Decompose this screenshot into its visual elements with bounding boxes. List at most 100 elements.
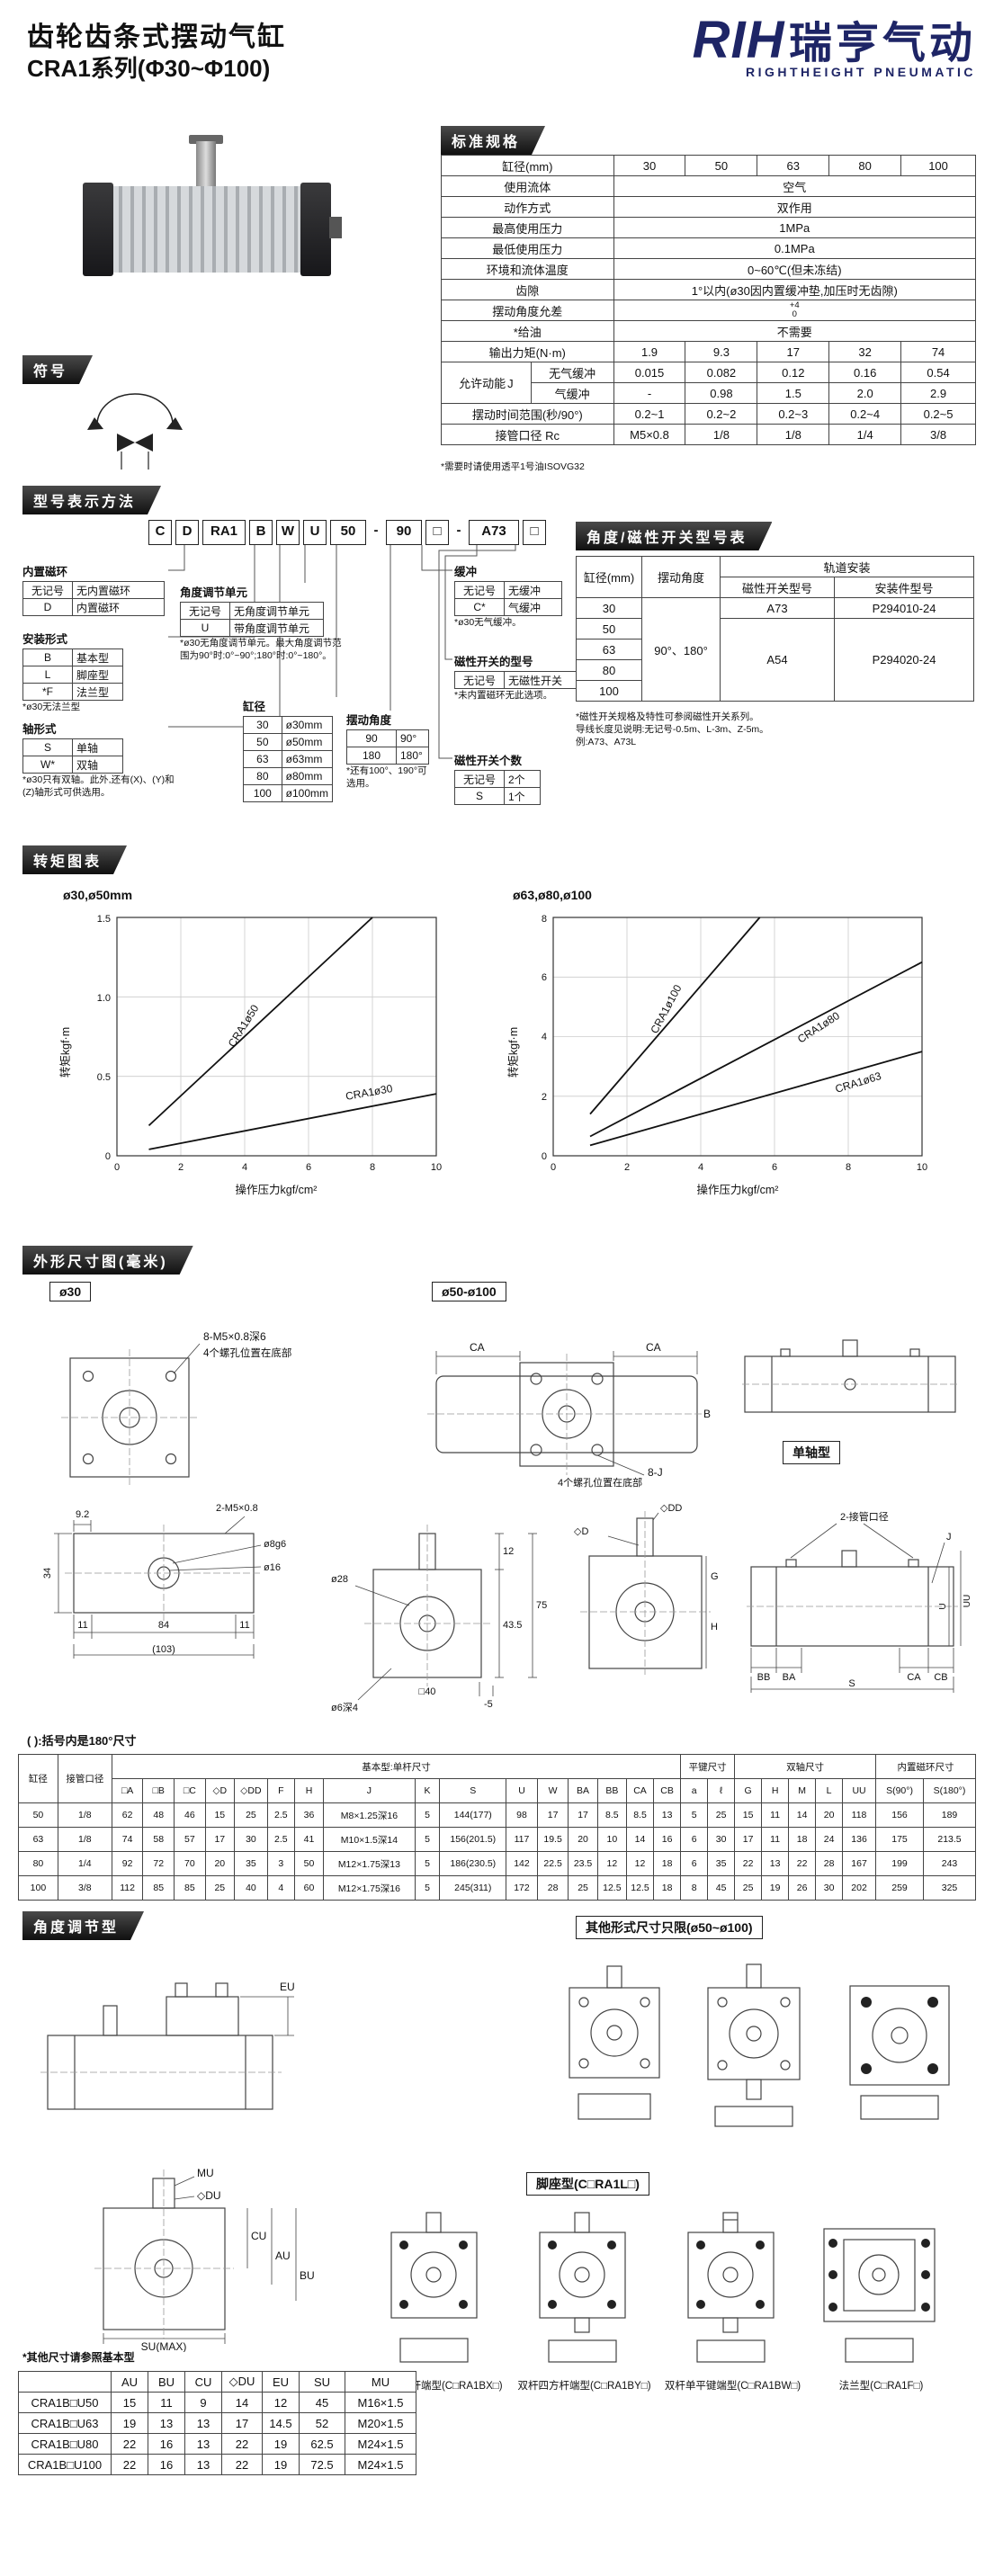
cell: 63 xyxy=(243,750,282,768)
code-dash: - xyxy=(373,523,379,538)
x-tick: 8 xyxy=(370,1162,375,1173)
d50-top-view-drawing: CA CA B 8-J 4个螺孔位置在底部 xyxy=(427,1341,711,1489)
cell: ø100mm xyxy=(281,784,334,802)
end-type-drawing-2 xyxy=(539,2212,626,2363)
d50-side-view-drawing xyxy=(742,1339,958,1413)
cell: 3/8 xyxy=(900,424,976,445)
cell: 2.5 xyxy=(266,1802,295,1828)
cell: 60 xyxy=(293,1875,325,1901)
group-note: *ø30无角度调节单元。最大角度调节范围为90°时:0°~90°;180°时:0… xyxy=(180,638,342,662)
cell: 26 xyxy=(788,1875,817,1901)
end-type-drawing-4 xyxy=(823,2228,936,2363)
cell: 0.082 xyxy=(685,362,758,383)
cell: 13 xyxy=(148,2412,185,2434)
dim-label: ø6深4 xyxy=(331,1702,358,1713)
col-header: MU xyxy=(345,2371,416,2393)
cell: 15 xyxy=(111,2392,148,2413)
cell: M5×0.8 xyxy=(613,424,686,445)
cell: 85 xyxy=(174,1875,206,1901)
col-header: UU xyxy=(842,1778,876,1803)
other-forms-label: 其他形式尺寸只限(ø50~ø100) xyxy=(576,1916,763,1939)
cell: 142 xyxy=(506,1851,538,1876)
code-segment: D xyxy=(175,520,199,545)
cell: A54 xyxy=(720,618,835,702)
logo-subtitle: RIGHTHEIGHT PNEUMATIC xyxy=(745,65,976,79)
cell: 180° xyxy=(396,747,429,765)
cell: 6 xyxy=(680,1827,709,1852)
chart-title: ø30,ø50mm xyxy=(63,888,132,902)
dim-label: S xyxy=(848,1678,855,1689)
cell: 内置磁环 xyxy=(72,598,165,616)
col-group-header: 内置磁环尺寸 xyxy=(874,1754,977,1779)
cell: 17 xyxy=(568,1802,598,1828)
other-form-drawing-2 xyxy=(707,1963,801,2127)
group-title: 轴形式 xyxy=(22,723,57,736)
table-row: 输出力矩(N·m) 1.9 9.3 17 32 74 xyxy=(441,341,976,362)
cell: 10 xyxy=(596,1827,628,1852)
port-fitting xyxy=(329,217,342,238)
section-header-switch-table: 角度/磁性开关型号表 xyxy=(576,522,772,550)
col-header: 缸径 xyxy=(18,1754,58,1803)
dim-label: MU xyxy=(197,2167,214,2179)
row-label: 动作方式 xyxy=(441,196,614,218)
col-header: 摆动角度 xyxy=(641,556,721,598)
cell: 1/8 xyxy=(57,1827,112,1852)
cell: 无记号 xyxy=(454,581,505,599)
dim-label: BB xyxy=(757,1672,771,1683)
col-header: BU xyxy=(148,2371,185,2393)
code-segment: 90 xyxy=(386,520,422,545)
dim-label: 11 xyxy=(77,1620,87,1631)
cell: A73 xyxy=(720,597,835,619)
cell: 11 xyxy=(761,1802,790,1828)
cell: 9 xyxy=(184,2392,222,2413)
single-shaft-label: 单轴型 xyxy=(783,1441,840,1464)
cell: 22 xyxy=(111,2433,148,2455)
cell: 118 xyxy=(842,1802,876,1828)
x-axis-label: 操作压力kgf/cm² xyxy=(697,1183,779,1196)
col-header: 缸径(mm) xyxy=(576,556,642,598)
cell: 12.5 xyxy=(596,1875,628,1901)
y-axis-label: 转矩kgf·m xyxy=(506,1027,520,1078)
cell: 16 xyxy=(148,2433,185,2455)
cell: 74 xyxy=(900,341,976,362)
cell: 15 xyxy=(734,1802,763,1828)
col-header: S xyxy=(439,1778,507,1803)
col-header: W xyxy=(536,1778,569,1803)
cell: - xyxy=(613,382,686,404)
table-row: 缸径(mm) 摆动角度 轨道安装 xyxy=(576,556,974,598)
table-row: 缸径 接管口径 基本型:单杆尺寸 平键尺寸 双轴尺寸 内置磁环尺寸 xyxy=(18,1754,977,1803)
x-tick: 4 xyxy=(242,1162,247,1173)
col-header: EU xyxy=(262,2371,300,2393)
row-label: 接管口径 Rc xyxy=(441,424,614,445)
cell: 50 xyxy=(685,155,758,176)
row-sublabel: 无气缓冲 xyxy=(530,362,614,383)
cell: 8.5 xyxy=(626,1802,654,1828)
d50-detail-drawing: ◇DD ◇D G H 2-接管口径 BB BA CA CB S U UU J xyxy=(574,1503,972,1693)
cell: 8.5 xyxy=(596,1802,628,1828)
col-header: 安装件型号 xyxy=(834,577,974,598)
cell: 63 xyxy=(18,1827,58,1852)
col-header: M xyxy=(788,1778,817,1803)
cell: 16 xyxy=(652,1827,682,1852)
cell: 62.5 xyxy=(299,2433,345,2455)
table-row: W*双轴 xyxy=(22,756,123,774)
cell: 11 xyxy=(761,1827,790,1852)
cell: 25 xyxy=(707,1802,736,1828)
col-header: S(90°) xyxy=(874,1778,925,1803)
code-segment: W xyxy=(276,520,300,545)
cell: 63 xyxy=(576,639,642,660)
dim-label: ø8g6 xyxy=(264,1539,286,1550)
cell: 单轴 xyxy=(72,738,123,756)
x-tick: 6 xyxy=(306,1162,311,1173)
page-title: 齿轮齿条式摆动气缸 xyxy=(27,22,286,52)
cell: 8 xyxy=(680,1875,709,1901)
cell: 2.5 xyxy=(266,1827,295,1852)
cell: 30 xyxy=(576,597,642,619)
cell: 17 xyxy=(204,1827,235,1852)
